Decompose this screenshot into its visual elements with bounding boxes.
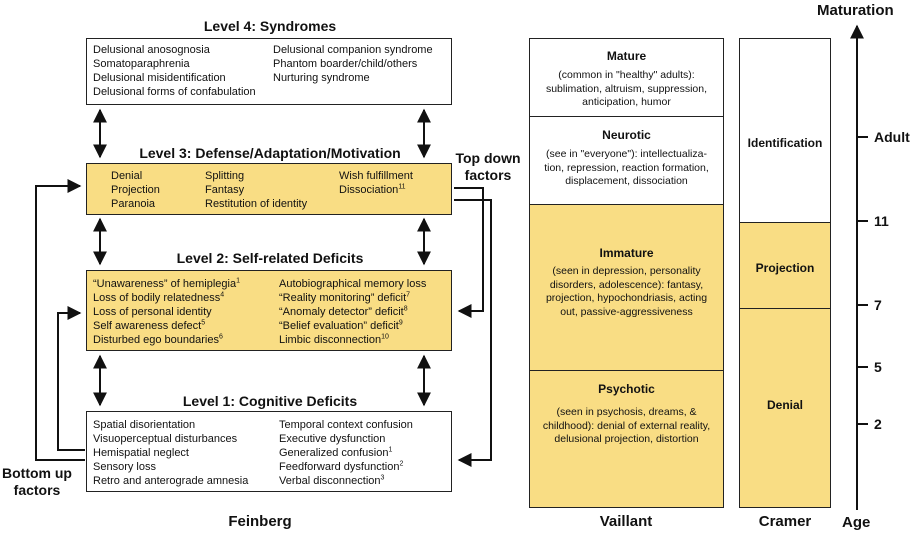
axis-tick-label: 7 [874, 297, 882, 313]
level1-item: Visuoperceptual disturbances [93, 433, 238, 445]
level1-item: Generalized confusion1 [279, 446, 393, 459]
level3-item: Denial [111, 170, 143, 182]
vaillant-box-desc: (seen in depression, personality disorde… [545, 265, 708, 318]
vaillant-box-desc: (common in "healthy" adults): sublimatio… [545, 69, 708, 108]
level4-item: Phantom boarder/child/others [273, 58, 418, 70]
level3-item: Fantasy [205, 184, 245, 196]
cramer-box-title: Projection [755, 261, 815, 275]
level2-item: “Belief evaluation” deficit9 [279, 319, 403, 332]
level2-item: Loss of bodily relatedness4 [93, 291, 225, 304]
level1-title: Level 1: Cognitive Deficits [182, 393, 358, 409]
axis-bottom-label: Age [842, 514, 871, 531]
level1-item: Verbal disconnection3 [279, 474, 385, 487]
level2-item: Disturbed ego boundaries6 [93, 333, 223, 346]
level1-item: Spatial disorientation [93, 419, 196, 431]
level4-item: Delusional companion syndrome [273, 44, 433, 56]
axis-tick-label: 2 [874, 416, 882, 432]
level1-item: Hemispatial neglect [93, 447, 189, 459]
vaillant-box-psychotic: Psychotic (seen in psychosis, dreams, & … [529, 370, 724, 508]
level2-item: “Reality monitoring” deficit7 [279, 291, 411, 304]
vaillant-box-desc: (see in "everyone"): intellectualiza- ti… [544, 148, 709, 187]
level1-box: Spatial disorientation Visuoperceptual d… [86, 411, 452, 492]
vaillant-box-title: Neurotic [602, 128, 651, 142]
level4-item: Somatoparaphrenia [93, 58, 190, 70]
cramer-column-label: Cramer [758, 513, 812, 530]
level1-item: Sensory loss [93, 461, 156, 473]
axis-tick-label: 11 [874, 213, 889, 229]
level1-item: Feedforward dysfunction2 [279, 460, 404, 473]
level4-box: Delusional anosognosia Somatoparaphrenia… [86, 38, 452, 105]
level4-item: Delusional misidentification [93, 72, 226, 84]
level2-item: “Unawareness” of hemiplegia1 [93, 277, 240, 290]
level4-item: Delusional anosognosia [93, 44, 210, 56]
level4-item: Delusional forms of confabulation [93, 86, 256, 98]
axis-top-label: Maturation [817, 2, 894, 19]
cramer-box-title: Denial [766, 398, 803, 412]
level1-item: Retro and anterograde amnesia [93, 475, 249, 487]
vaillant-box-title: Immature [599, 246, 654, 260]
cramer-box-projection: Projection [739, 222, 831, 309]
top-down-arrow [454, 187, 484, 318]
cramer-box-identification: Identification [739, 38, 831, 223]
vaillant-box-desc: (seen in psychosis, dreams, & childhood)… [542, 406, 711, 445]
axis-tick-label: Adult [874, 129, 910, 145]
level2-title: Level 2: Self-related Deficits [176, 250, 364, 266]
vaillant-box-title: Psychotic [598, 382, 655, 396]
feinberg-column-label: Feinberg [228, 513, 292, 530]
vaillant-box-mature: Mature (common in "healthy" adults): sub… [529, 38, 724, 117]
top-down-arrow [454, 199, 492, 467]
level1-item: Temporal context confusion [279, 419, 413, 431]
cramer-box-denial: Denial [739, 308, 831, 508]
bottom-up-arrow [57, 306, 85, 451]
level3-box: Denial Projection Paranoia Splitting Fan… [86, 163, 452, 215]
level3-item: Projection [111, 184, 160, 196]
level3-title: Level 3: Defense/Adaptation/Motivation [139, 145, 401, 161]
level4-title: Level 4: Syndromes [203, 18, 337, 34]
level2-item: Limbic disconnection10 [279, 333, 389, 346]
axis-tick-label: 5 [874, 359, 882, 375]
level2-item: “Anomaly detector” deficit8 [279, 305, 408, 318]
level4-item: Nurturing syndrome [273, 72, 370, 84]
level1-item: Executive dysfunction [279, 433, 386, 445]
vaillant-box-title: Mature [606, 49, 647, 63]
level2-item: Self awareness defect5 [93, 319, 206, 332]
level2-item: Autobiographical memory loss [279, 278, 427, 290]
level3-item: Restitution of identity [205, 198, 308, 210]
cramer-box-title: Identification [747, 136, 823, 150]
level2-box: “Unawareness” of hemiplegia1 Loss of bod… [86, 270, 452, 351]
level3-item: Dissociation11 [339, 183, 406, 196]
level3-item: Splitting [205, 170, 245, 182]
vaillant-column-label: Vaillant [599, 513, 653, 530]
bottom-up-arrow [35, 179, 85, 461]
level2-item: Loss of personal identity [93, 306, 212, 318]
vaillant-box-immature: Immature (seen in depression, personalit… [529, 204, 724, 371]
level3-item: Wish fulfillment [339, 170, 413, 182]
bottom-up-label: Bottom up factors [2, 465, 72, 498]
top-down-label: Top down factors [455, 150, 521, 183]
level3-item: Paranoia [111, 198, 156, 210]
